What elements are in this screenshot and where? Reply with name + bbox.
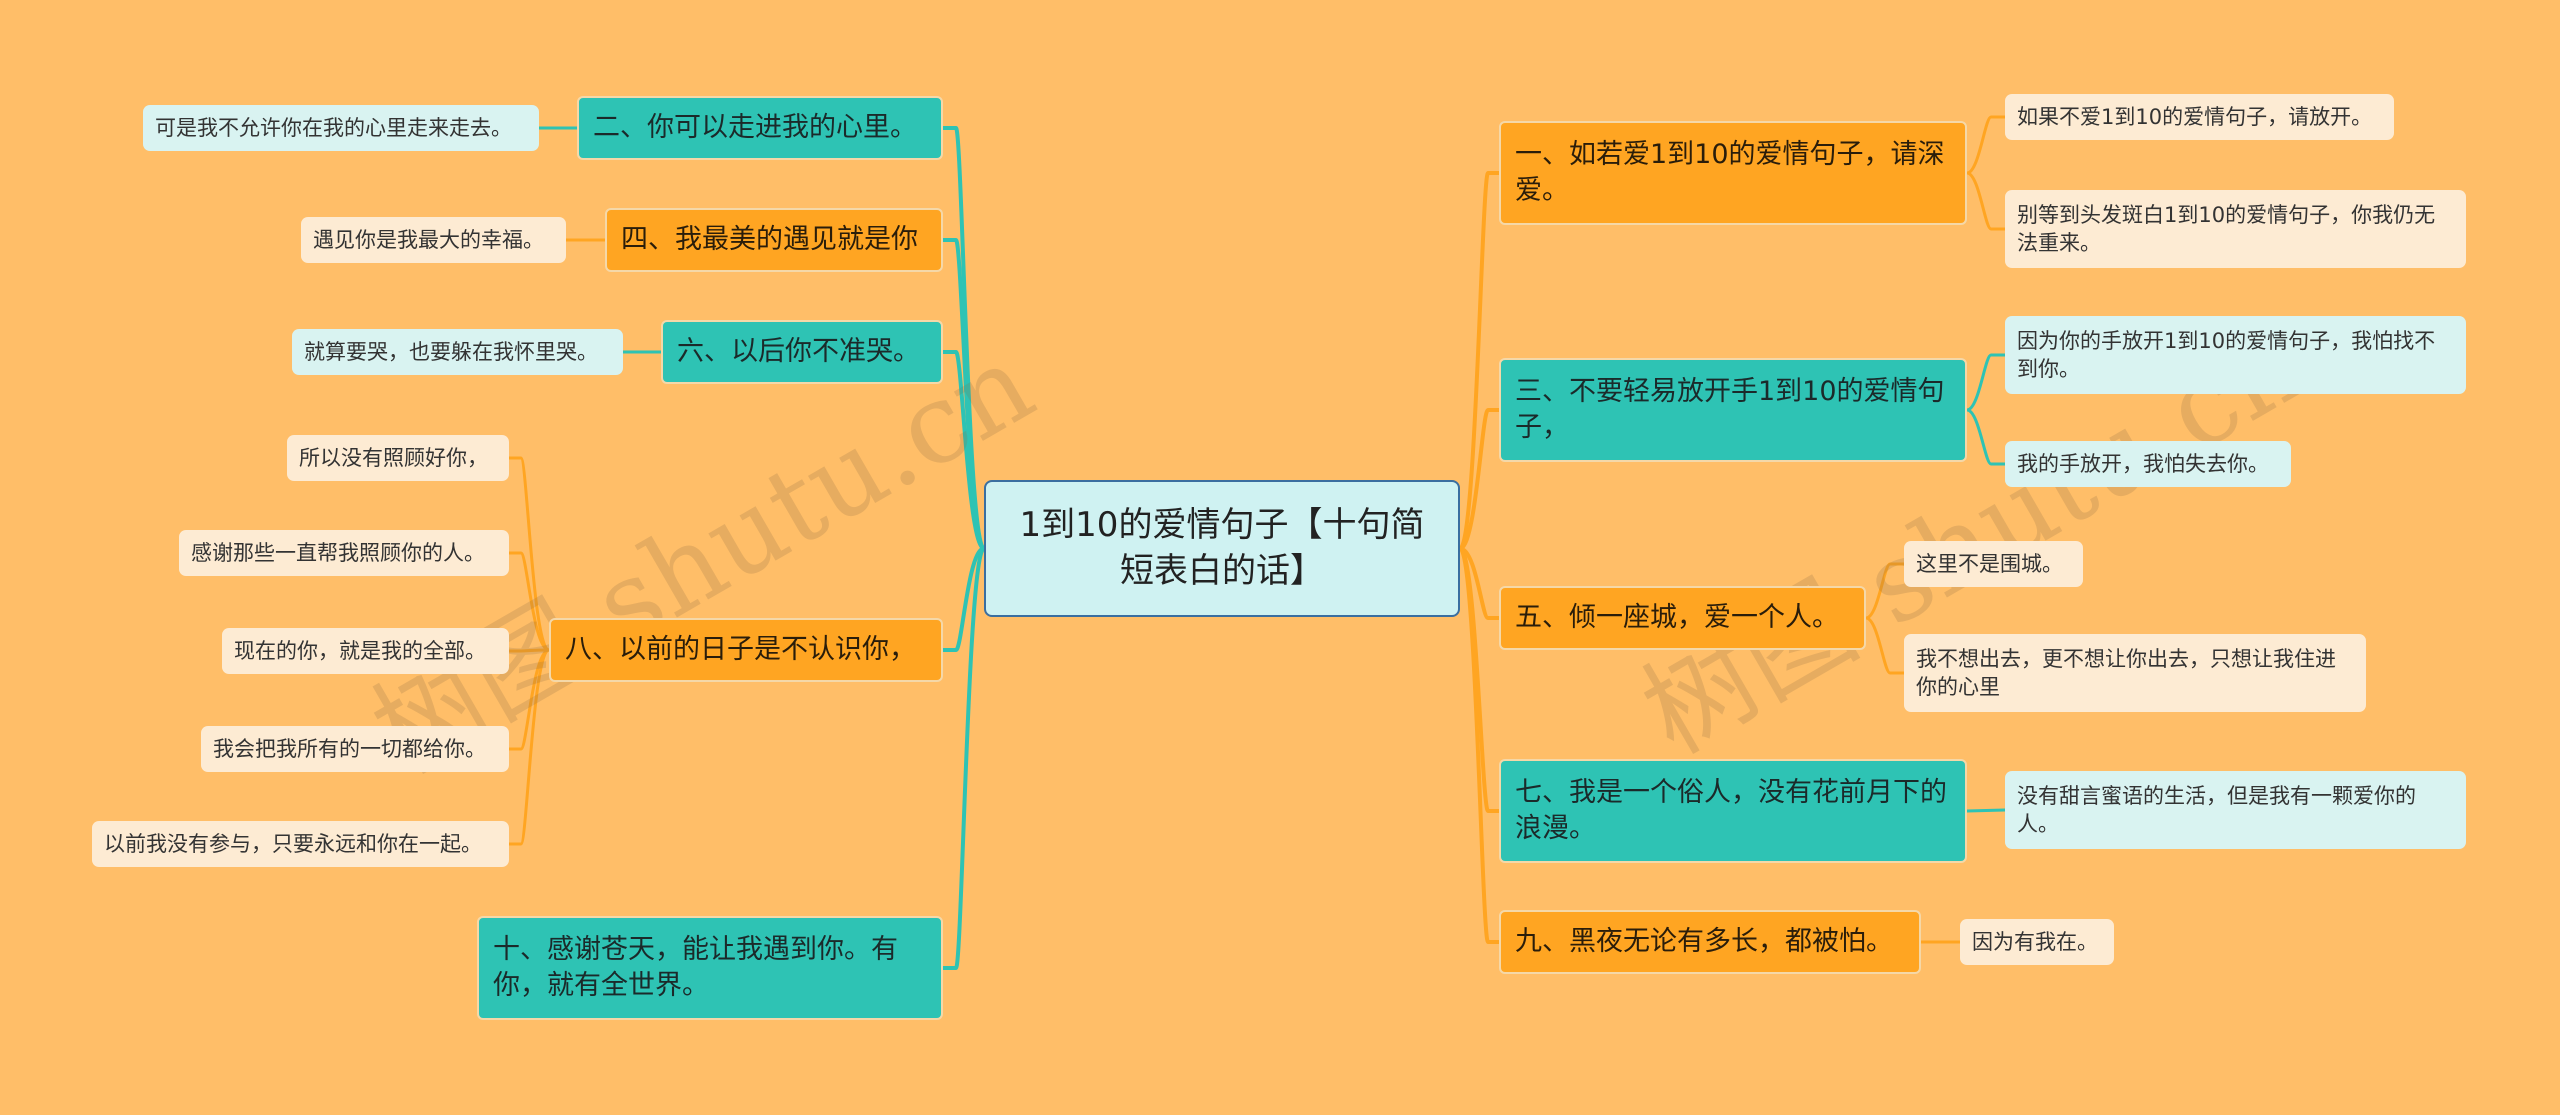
branch-10-link: [941, 546, 986, 970]
branch-1-leaf-2[interactable]: 别等到头发斑白1到10的爱情句子，你我仍无法重来。: [2005, 190, 2466, 268]
branch-5-leaf-1-link: [1864, 562, 1906, 620]
branch-3-link: [1458, 408, 1501, 551]
branch-6-link: [941, 350, 986, 551]
branch-3-leaf-1[interactable]: 因为你的手放开1到10的爱情句子，我怕找不到你。: [2005, 316, 2466, 394]
branch-1[interactable]: 一、如若爱1到10的爱情句子，请深爱。: [1499, 121, 1967, 225]
branch-8[interactable]: 八、以前的日子是不认识你，: [549, 618, 943, 682]
branch-8-leaf-5-link: [507, 648, 551, 846]
branch-5[interactable]: 五、倾一座城，爱一个人。: [1499, 586, 1866, 650]
branch-8-leaf-3-link: [507, 648, 551, 653]
root-topic[interactable]: 1到10的爱情句子【十句简短表白的话】: [984, 480, 1460, 617]
branch-7-leaf-1-link: [1965, 808, 2007, 813]
branch-6[interactable]: 六、以后你不准哭。: [661, 320, 943, 384]
branch-7-leaf-1[interactable]: 没有甜言蜜语的生活，但是我有一颗爱你的人。: [2005, 771, 2466, 849]
branch-2[interactable]: 二、你可以走进我的心里。: [577, 96, 943, 160]
branch-1-leaf-2-link: [1965, 171, 2007, 231]
branch-9[interactable]: 九、黑夜无论有多长，都被怕。: [1499, 910, 1921, 974]
branch-3-leaf-2[interactable]: 我的手放开，我怕失去你。: [2005, 441, 2291, 487]
branch-8-leaf-5[interactable]: 以前我没有参与，只要永远和你在一起。: [92, 821, 509, 867]
branch-3-leaf-1-link: [1965, 353, 2007, 412]
branch-7[interactable]: 七、我是一个俗人，没有花前月下的浪漫。: [1499, 759, 1967, 863]
branch-6-leaf-1[interactable]: 就算要哭，也要躲在我怀里哭。: [292, 329, 623, 375]
branch-5-link: [1458, 546, 1501, 620]
branch-8-leaf-4-link: [507, 648, 551, 751]
branch-5-leaf-2[interactable]: 我不想出去，更不想让你出去，只想让我住进你的心里: [1904, 634, 2366, 712]
branch-8-leaf-1-link: [507, 456, 551, 652]
branch-3[interactable]: 三、不要轻易放开手1到10的爱情句子，: [1499, 358, 1967, 462]
branch-9-leaf-1[interactable]: 因为有我在。: [1960, 919, 2114, 965]
branch-1-leaf-1[interactable]: 如果不爱1到10的爱情句子，请放开。: [2005, 94, 2394, 140]
branch-5-leaf-1[interactable]: 这里不是围城。: [1904, 541, 2083, 587]
branch-4-leaf-1[interactable]: 遇见你是我最大的幸福。: [301, 217, 566, 263]
branch-8-leaf-4[interactable]: 我会把我所有的一切都给你。: [201, 726, 509, 772]
branch-1-leaf-1-link: [1965, 115, 2007, 175]
branch-10[interactable]: 十、感谢苍天，能让我遇到你。有你，就有全世界。: [477, 916, 943, 1020]
branch-2-leaf-1[interactable]: 可是我不允许你在我的心里走来走去。: [143, 105, 539, 151]
branch-8-leaf-2-link: [507, 551, 551, 652]
branch-8-link: [941, 546, 986, 652]
branch-3-leaf-2-link: [1965, 408, 2007, 466]
branch-9-link: [1458, 546, 1501, 944]
branch-4[interactable]: 四、我最美的遇见就是你: [605, 208, 943, 272]
branch-5-leaf-2-link: [1864, 616, 1906, 675]
branch-8-leaf-3[interactable]: 现在的你，就是我的全部。: [222, 628, 509, 674]
branch-8-leaf-1[interactable]: 所以没有照顾好你，: [287, 435, 509, 481]
branch-1-link: [1458, 171, 1501, 551]
branch-8-leaf-2[interactable]: 感谢那些一直帮我照顾你的人。: [179, 530, 509, 576]
